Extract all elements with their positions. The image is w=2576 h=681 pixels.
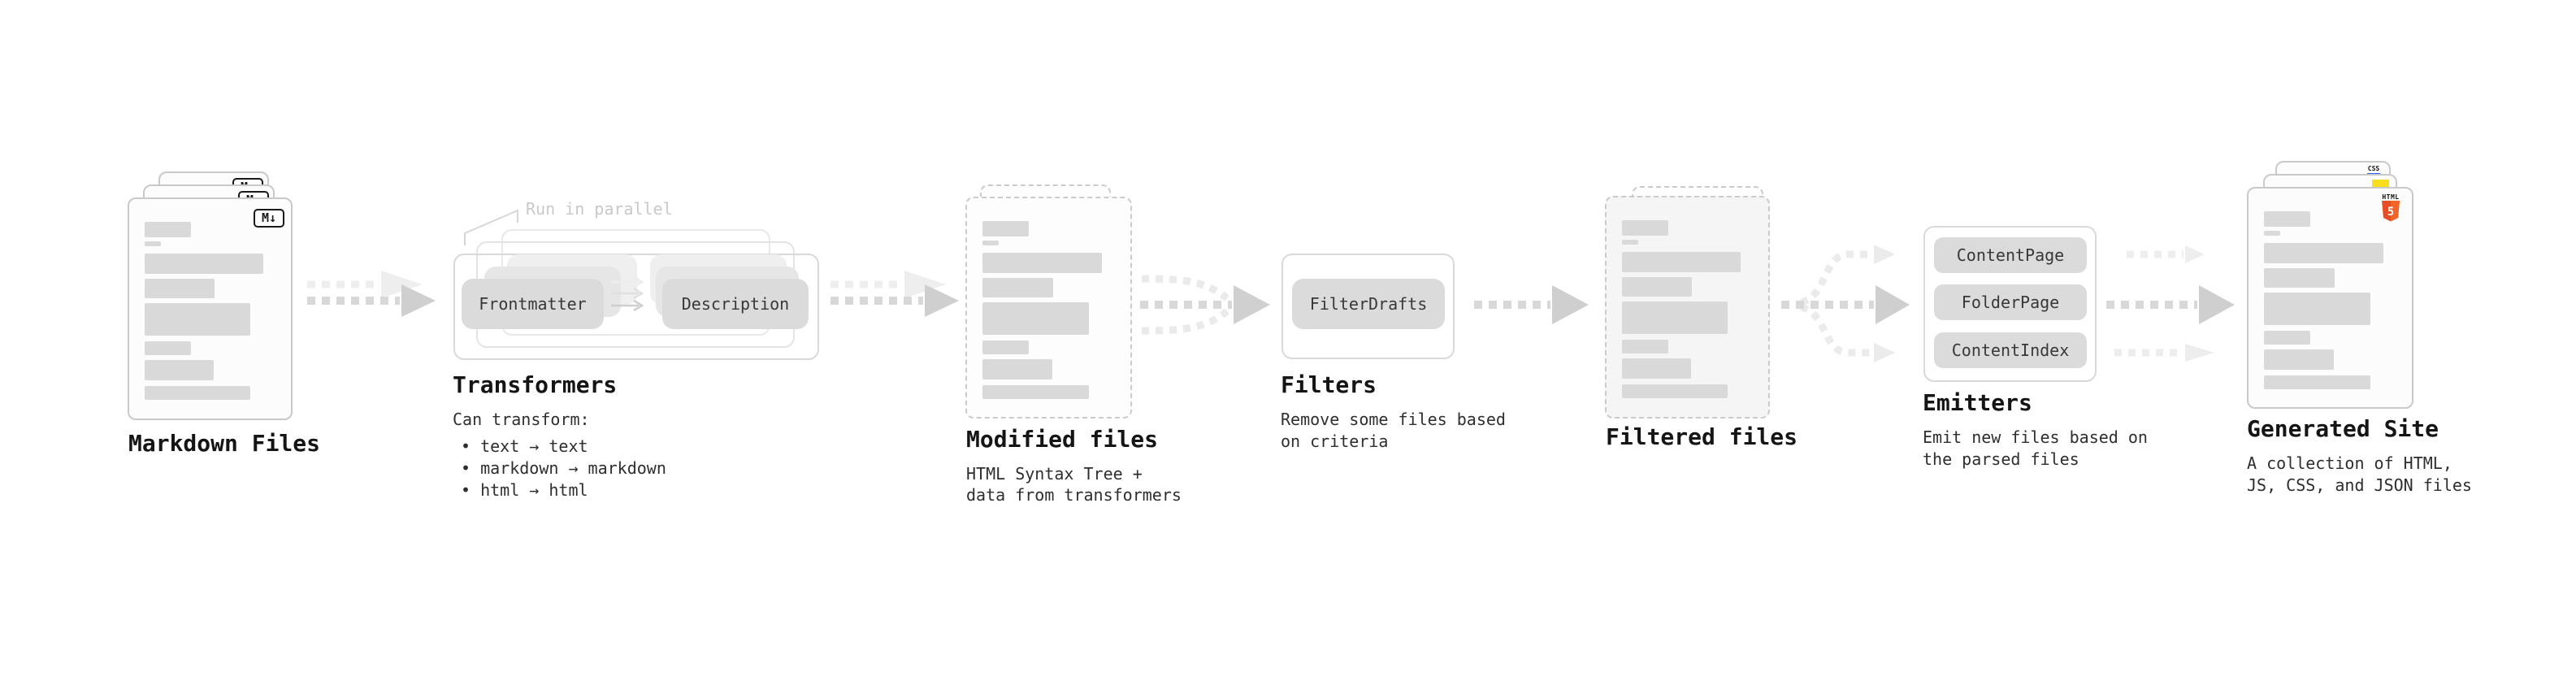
bullet-item: • html → html (461, 480, 588, 500)
desc-line: the parsed files (1923, 449, 2079, 469)
placeholder-bar (2264, 231, 2281, 236)
stage-description-generated-site: A collection of HTML, JS, CSS, and JSON … (2247, 453, 2472, 497)
html5-icon-word: HTML (2382, 193, 2400, 201)
html5-icon-shield: 5 (2382, 201, 2400, 222)
placeholder-bar (2264, 268, 2335, 288)
desc-line: Remove some files based (1281, 410, 1506, 429)
placeholder-bar (2264, 293, 2371, 325)
desc-line: HTML Syntax Tree + (966, 464, 1143, 484)
placeholder-bar (982, 359, 1052, 380)
placeholder-bar (982, 385, 1090, 399)
placeholder-bar (2264, 331, 2311, 345)
fanout-arrow-filtered-to-emitters (1781, 245, 1910, 362)
svg-text:5: 5 (2387, 206, 2394, 219)
js-icon (2372, 180, 2389, 188)
placeholder-bar (2264, 243, 2384, 263)
markdown-icon: M↓ (254, 209, 284, 228)
file-content-placeholder (129, 199, 291, 400)
dashed-arrow-transformers-to-modified (830, 271, 959, 317)
desc-line: data from transformers (966, 485, 1182, 505)
html5-icon: HTML 5 (2380, 193, 2401, 222)
placeholder-bar (145, 241, 161, 246)
placeholder-bar (145, 254, 263, 274)
placeholder-bar (982, 253, 1103, 273)
annotation-connector-line (464, 209, 518, 245)
placeholder-bar (1622, 384, 1728, 398)
placeholder-bar (1622, 358, 1691, 379)
placeholder-bar (145, 222, 191, 237)
stage-description-transformers: Can transform: • text → text • markdown … (453, 409, 666, 501)
dashed-arrows-emitters-to-site (2106, 245, 2235, 362)
file-content-placeholder (2249, 189, 2412, 389)
placeholder-bar (2264, 211, 2311, 227)
placeholder-bar (2264, 349, 2334, 370)
emitter-pill-folderpage: FolderPage (1934, 284, 2087, 320)
placeholder-bar (982, 340, 1030, 354)
placeholder-bar (982, 241, 1000, 245)
placeholder-bar (1622, 252, 1741, 272)
placeholder-bar (145, 279, 215, 298)
desc-line: Emit new files based on (1923, 427, 2148, 447)
filtered-file-card (1605, 196, 1770, 419)
bullet-item: • markdown → markdown (461, 458, 666, 478)
frontmatter-pill: Frontmatter (462, 279, 604, 329)
placeholder-bar (1622, 340, 1668, 354)
stage-label-filters: Filters (1281, 371, 1377, 398)
filterdrafts-pill: FilterDrafts (1292, 279, 1445, 329)
placeholder-bar (982, 278, 1054, 297)
placeholder-bar (2264, 375, 2371, 389)
placeholder-bar (982, 221, 1030, 236)
stage-label-transformers: Transformers (453, 371, 618, 398)
description-pill: Description (662, 279, 809, 329)
run-in-parallel-annotation: Run in parallel (526, 199, 673, 219)
placeholder-bar (145, 360, 214, 380)
bullet-item: • text → text (461, 436, 588, 456)
desc-line: A collection of HTML, (2247, 453, 2452, 473)
placeholder-bar (982, 302, 1090, 335)
stage-description-modified-files: HTML Syntax Tree + data from transformer… (966, 463, 1182, 505)
markdown-file-card: M↓ (128, 197, 293, 420)
stage-label-emitters: Emitters (1923, 389, 2032, 416)
placeholder-bar (1622, 301, 1728, 334)
placeholder-bar (145, 303, 250, 336)
placeholder-bar (1622, 220, 1668, 236)
transformer-box-front (453, 254, 819, 360)
css-icon-label: CSS (2367, 165, 2380, 172)
stage-label-markdown-files: Markdown Files (128, 430, 321, 457)
desc-heading: Can transform: (453, 410, 590, 429)
emitter-pill-contentpage: ContentPage (1934, 237, 2087, 273)
stage-description-filters: Remove some files based on criteria (1281, 409, 1506, 453)
file-content-placeholder (967, 198, 1130, 399)
desc-line: JS, CSS, and JSON files (2247, 475, 2472, 495)
emitter-pill-contentindex: ContentIndex (1934, 332, 2087, 368)
merge-arrow-modified-to-filters (1140, 275, 1270, 335)
modified-file-card (965, 197, 1132, 419)
generated-site-card: HTML 5 (2247, 187, 2413, 409)
file-content-placeholder (1607, 197, 1768, 398)
dashed-arrow-markdown-to-transformers (307, 271, 436, 317)
dashed-arrow-filters-to-filtered (1474, 285, 1589, 324)
stage-description-emitters: Emit new files based on the parsed files (1923, 427, 2148, 471)
desc-line: on criteria (1281, 432, 1389, 451)
stage-label-generated-site: Generated Site (2247, 415, 2439, 442)
stage-label-modified-files: Modified files (966, 426, 1159, 453)
placeholder-bar (1622, 277, 1693, 297)
placeholder-bar (145, 341, 191, 355)
stage-label-filtered-files: Filtered files (1606, 423, 1798, 450)
parallel-arrows-icon (611, 275, 644, 312)
placeholder-bar (1622, 240, 1638, 245)
placeholder-bar (145, 386, 250, 400)
